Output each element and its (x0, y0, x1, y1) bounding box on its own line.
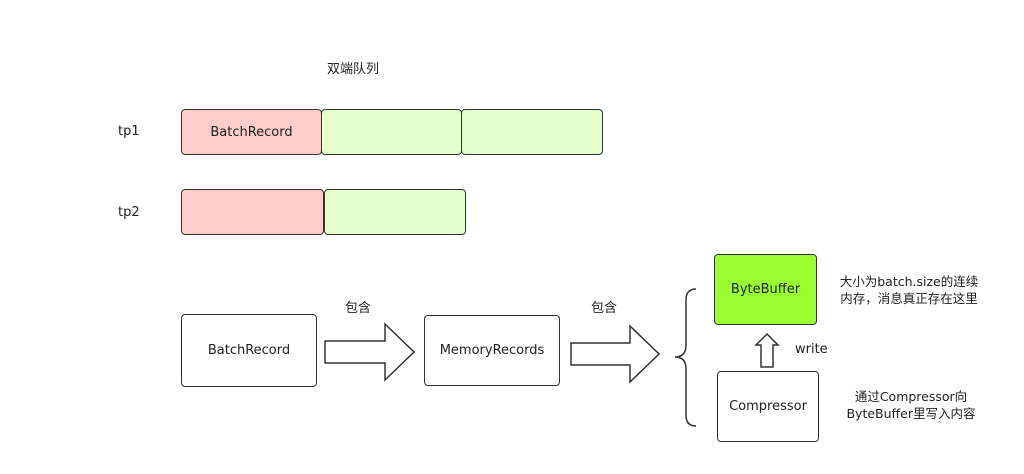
tp1-batch-record-cell: BatchRecord (181, 109, 322, 155)
contains-arrow-1 (324, 322, 416, 382)
write-label: write (795, 342, 828, 357)
compressor-label: Compressor (729, 399, 807, 414)
memory-records-label: MemoryRecords (439, 343, 545, 358)
contains-arrow-2 (570, 324, 661, 384)
deque-title: 双端队列 (327, 62, 380, 77)
batch-record-label: BatchRecord (207, 343, 291, 358)
contains-label-2: 包含 (591, 301, 618, 316)
compressor-note-line-2: ByteBuffer里写入内容 (846, 406, 976, 421)
tp1-queue-cell-3 (461, 109, 603, 155)
contains-label-1: 包含 (345, 301, 372, 316)
tp2-batch-record-cell (181, 189, 324, 235)
write-arrow (754, 332, 780, 368)
group-brace (674, 288, 697, 427)
tp1-queue-cell-2 (321, 109, 462, 155)
byte-buffer-box: ByteBuffer (714, 254, 817, 325)
row-label-tp2: tp2 (118, 205, 140, 220)
byte-buffer-label: ByteBuffer (730, 282, 801, 297)
batch-record-box: BatchRecord (181, 314, 317, 387)
byte-buffer-note-line-1: 大小为batch.size的连续 (839, 274, 979, 289)
tp1-batch-record-label: BatchRecord (210, 124, 293, 140)
byte-buffer-note: 大小为batch.size的连续 内存，消息真正存在这里 (834, 273, 984, 307)
row-label-tp1: tp1 (118, 124, 140, 139)
memory-records-box: MemoryRecords (424, 315, 560, 386)
byte-buffer-note-line-2: 内存，消息真正存在这里 (840, 291, 978, 306)
compressor-note: 通过Compressor向 ByteBuffer里写入内容 (836, 388, 986, 422)
compressor-box: Compressor (717, 371, 819, 442)
tp2-queue-cell-2 (324, 189, 466, 235)
compressor-note-line-1: 通过Compressor向 (854, 389, 968, 404)
